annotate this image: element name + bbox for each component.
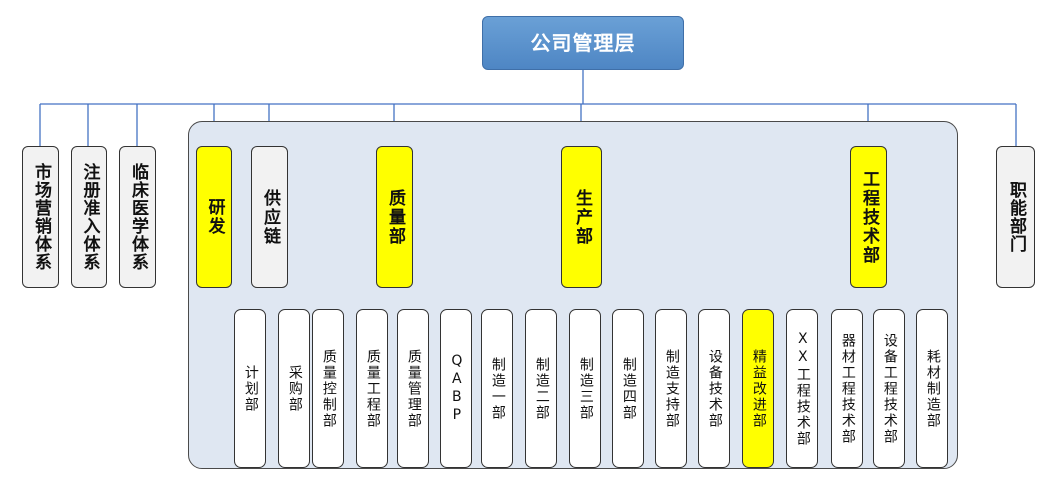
subunit-label: 制造二部 — [533, 356, 550, 421]
subunit-label: 质量控制部 — [320, 348, 337, 429]
subunit-label: 制造支持部 — [663, 348, 680, 429]
dept-engineering[interactable]: 工程技术部 — [850, 146, 887, 288]
dept-label: 质量部 — [385, 188, 406, 246]
subunit-label: 质量管理部 — [405, 348, 422, 429]
subunit-label: 精益改进部 — [750, 348, 767, 429]
subunit-label: 质量工程部 — [364, 348, 381, 429]
unit-clinical[interactable]: 临床医学体系 — [119, 146, 156, 288]
subunit-label: 计划部 — [242, 364, 259, 413]
subunit-label: 制造一部 — [489, 356, 506, 421]
dept-label: 供应链 — [260, 188, 281, 246]
subunit-label: 采购部 — [286, 364, 303, 413]
subunit-label: 耗材制造部 — [924, 348, 941, 429]
unit-marketing[interactable]: 市场营销体系 — [22, 146, 59, 288]
subunit-lean-improvement[interactable]: 精益改进部 — [742, 309, 774, 468]
root-label: 公司管理层 — [530, 30, 636, 55]
subunit-equipment-engineering[interactable]: 设备工程技术部 — [873, 309, 905, 468]
subunit-xx-engineering[interactable]: XX工程技术部 — [786, 309, 818, 468]
subunit-label: 制造四部 — [620, 356, 637, 421]
dept-label: 工程技术部 — [859, 169, 880, 265]
subunit-manufacturing-3[interactable]: 制造三部 — [569, 309, 601, 468]
subunit-label: 设备工程技术部 — [881, 332, 898, 445]
unit-registration[interactable]: 注册准入体系 — [71, 146, 107, 288]
dept-label: 研发 — [204, 198, 225, 236]
subunit-label: XX工程技术部 — [794, 330, 811, 447]
unit-functional[interactable]: 职能部门 — [996, 146, 1035, 288]
root-node[interactable]: 公司管理层 — [482, 16, 684, 70]
subunit-device-engineering[interactable]: 器材工程技术部 — [831, 309, 863, 468]
subunit-qabp[interactable]: QABP — [440, 309, 472, 468]
subunit-manufacturing-2[interactable]: 制造二部 — [525, 309, 557, 468]
unit-label: 职能部门 — [1006, 181, 1027, 253]
unit-label: 临床医学体系 — [128, 163, 149, 271]
dept-quality[interactable]: 质量部 — [376, 146, 413, 288]
dept-rd[interactable]: 研发 — [196, 146, 232, 288]
subunit-label: 设备技术部 — [706, 348, 723, 429]
subunit-quality-management[interactable]: 质量管理部 — [397, 309, 429, 468]
subunit-procurement[interactable]: 采购部 — [278, 309, 310, 468]
dept-label: 生产部 — [572, 188, 593, 246]
dept-supply-chain[interactable]: 供应链 — [251, 146, 288, 288]
subunit-label: 器材工程技术部 — [839, 332, 856, 445]
subunit-quality-control[interactable]: 质量控制部 — [312, 309, 344, 468]
subunit-manufacturing-support[interactable]: 制造支持部 — [655, 309, 687, 468]
subunit-label: 制造三部 — [577, 356, 594, 421]
unit-label: 市场营销体系 — [31, 163, 52, 271]
subunit-consumables-manufacturing[interactable]: 耗材制造部 — [916, 309, 948, 468]
dept-production[interactable]: 生产部 — [561, 146, 602, 288]
subunit-planning[interactable]: 计划部 — [234, 309, 266, 468]
subunit-quality-engineering[interactable]: 质量工程部 — [356, 309, 388, 468]
unit-label: 注册准入体系 — [79, 163, 100, 271]
subunit-equipment-tech[interactable]: 设备技术部 — [698, 309, 730, 468]
subunit-label: QABP — [448, 352, 465, 425]
subunit-manufacturing-4[interactable]: 制造四部 — [612, 309, 644, 468]
subunit-manufacturing-1[interactable]: 制造一部 — [481, 309, 513, 468]
